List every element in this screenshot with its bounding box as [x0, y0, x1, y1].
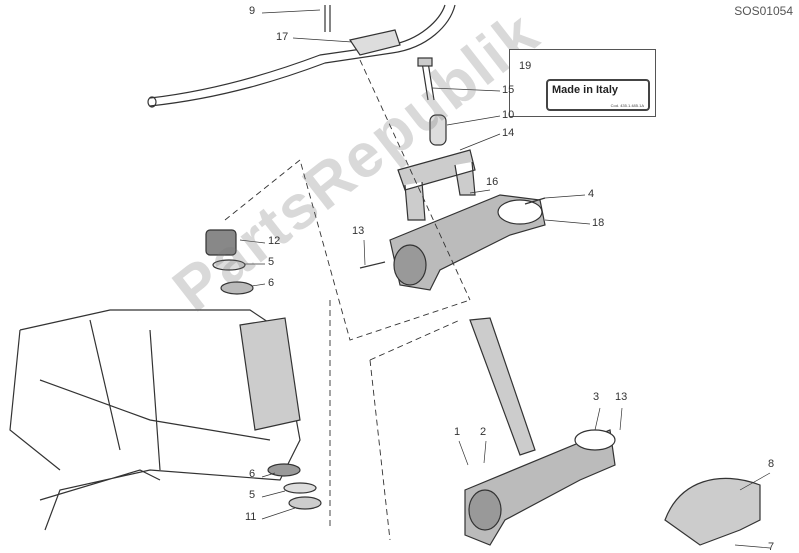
- part-label[interactable]: 8: [768, 458, 775, 470]
- part-label[interactable]: 16: [486, 176, 499, 188]
- part-label[interactable]: 14: [502, 127, 515, 139]
- handlebar-clamp: [349, 29, 401, 56]
- part-label[interactable]: 4: [588, 188, 595, 200]
- steering-nut: [205, 229, 237, 256]
- part-label[interactable]: 5: [268, 256, 275, 268]
- part-label[interactable]: 15: [502, 84, 515, 96]
- diagram-code: SOS01054: [734, 4, 793, 18]
- part-label: 19: [519, 60, 532, 72]
- spacer: [429, 114, 447, 146]
- sticker-code: Cod. 435.1.485.1A: [610, 103, 644, 108]
- part-label[interactable]: 13: [352, 225, 365, 237]
- sticker-text: Made in Italy: [552, 84, 619, 96]
- handlebar: [149, 4, 456, 107]
- part-label[interactable]: 6: [268, 277, 275, 289]
- steering-head: [239, 317, 301, 431]
- part-label[interactable]: 11: [245, 511, 257, 523]
- part-label[interactable]: 9: [249, 5, 256, 17]
- frame: [9, 309, 301, 531]
- sticker-badge: Made in Italy Cod. 435.1.485.1A: [546, 79, 650, 111]
- bolt: [324, 5, 331, 32]
- made-in-italy-sticker-callout: 19 Made in Italy Cod. 435.1.485.1A: [509, 49, 656, 117]
- part-label[interactable]: 10: [502, 109, 515, 121]
- part-label[interactable]: 1: [454, 426, 461, 438]
- cover: [664, 477, 761, 546]
- handlebar-riser: [397, 149, 476, 221]
- steering-stem: [469, 317, 536, 456]
- part-label[interactable]: 12: [268, 235, 281, 247]
- bolt: [421, 61, 435, 101]
- part-label[interactable]: 5: [249, 489, 256, 501]
- part-label[interactable]: 18: [592, 217, 605, 229]
- part-label[interactable]: 6: [249, 468, 256, 480]
- part-label[interactable]: 2: [480, 426, 487, 438]
- part-label[interactable]: 7: [768, 541, 775, 553]
- part-label[interactable]: 3: [593, 391, 600, 403]
- part-label[interactable]: 13: [615, 391, 628, 403]
- part-label[interactable]: 17: [276, 31, 289, 43]
